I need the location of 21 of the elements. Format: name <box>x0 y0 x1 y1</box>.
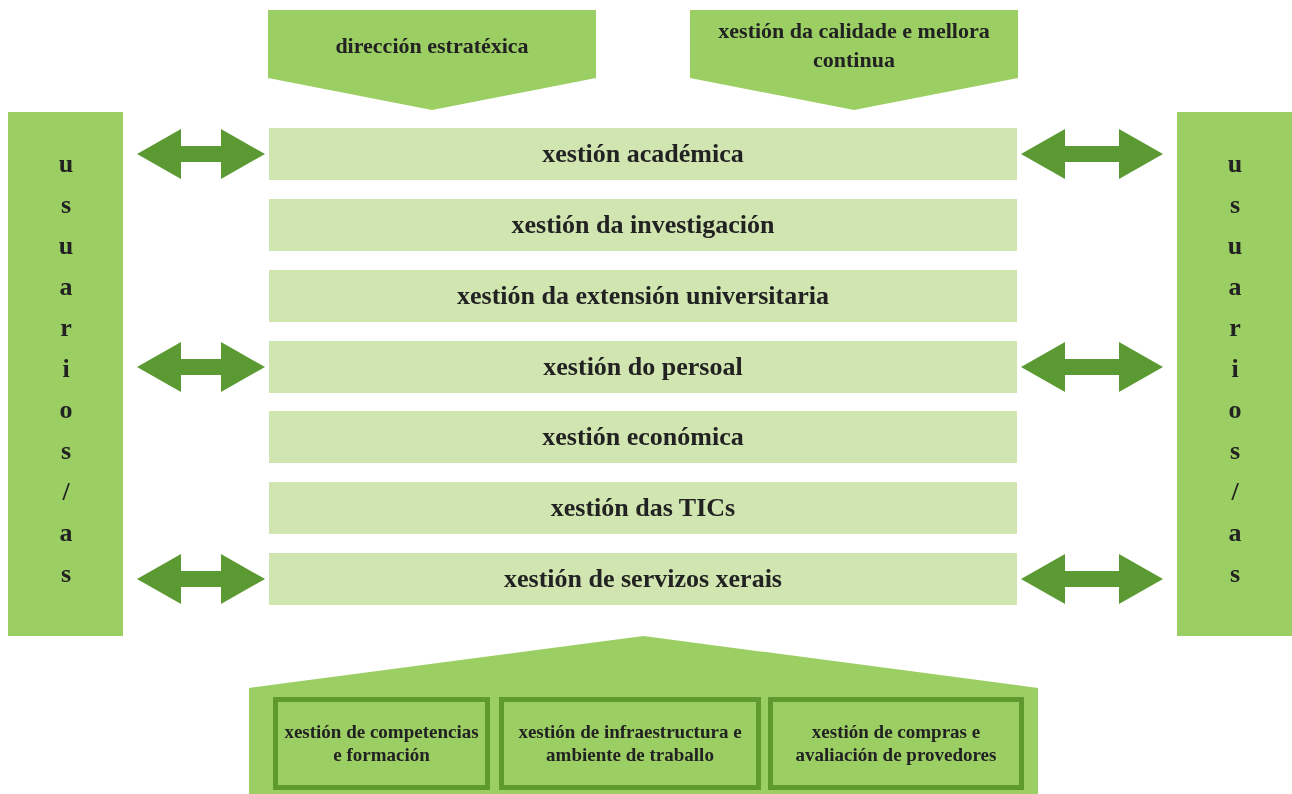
double-arrow <box>137 342 265 392</box>
process-band: xestión do persoal <box>269 341 1017 393</box>
process-band: xestión das TICs <box>269 482 1017 534</box>
support-box: xestión de infraestructura e ambiente de traballo <box>499 697 761 790</box>
double-arrow <box>1021 129 1163 179</box>
pentagon-arrow: xestión da calidade e mellora continua <box>690 10 1018 110</box>
side-bar: usuarios/as <box>8 112 123 636</box>
support-box: xestión de competencias e formación <box>273 697 490 790</box>
support-box: xestión de compras e avaliación de provedores <box>768 697 1024 790</box>
process-band: xestión de servizos xerais <box>269 553 1017 605</box>
pentagon-arrow: dirección estratéxica <box>268 10 596 110</box>
process-band: xestión académica <box>269 128 1017 180</box>
process-band: xestión da extensión universitaria <box>269 270 1017 322</box>
support-pentagon <box>249 636 1038 794</box>
side-bar: usuarios/as <box>1177 112 1292 636</box>
process-band: xestión da investigación <box>269 199 1017 251</box>
double-arrow <box>137 554 265 604</box>
double-arrow <box>1021 554 1163 604</box>
double-arrow <box>1021 342 1163 392</box>
process-band: xestión económica <box>269 411 1017 463</box>
double-arrow <box>137 129 265 179</box>
